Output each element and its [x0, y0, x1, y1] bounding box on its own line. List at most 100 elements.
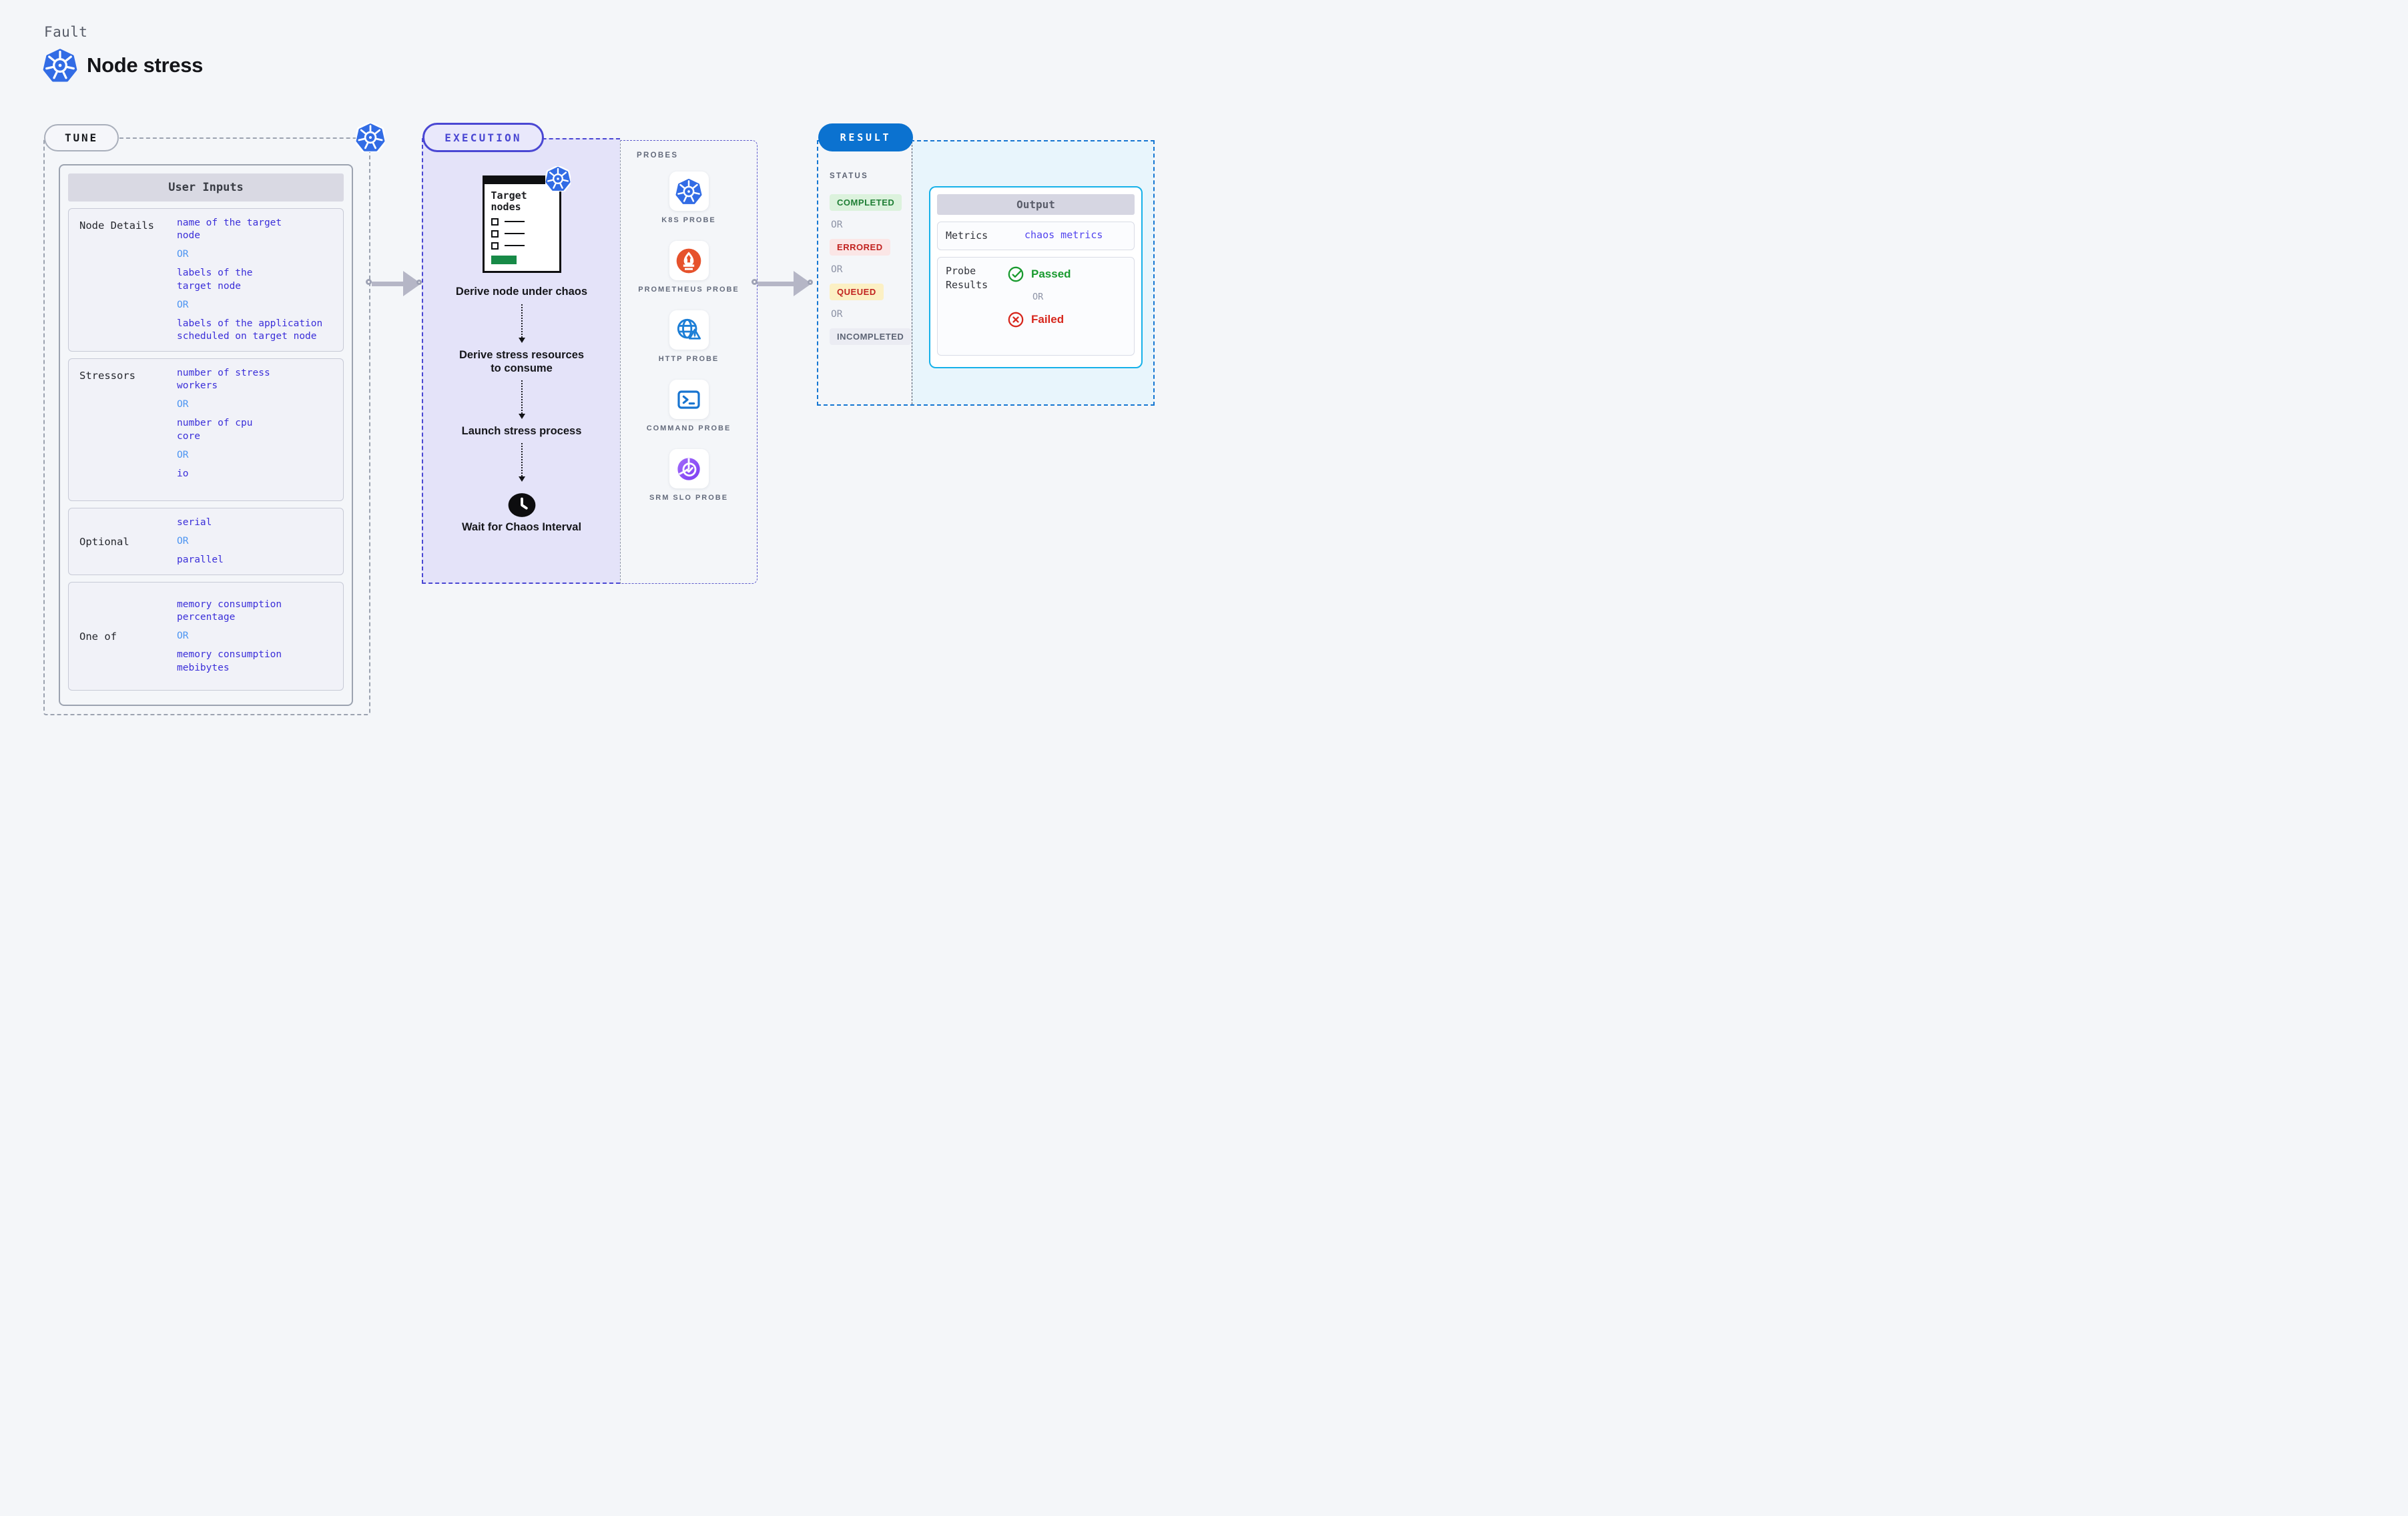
probe-item: PROMETHEUS PROBE — [635, 241, 742, 310]
clock-icon — [507, 492, 537, 518]
probe-results-row: Probe Results Passed OR Fa — [937, 257, 1135, 356]
checkbox-row — [491, 218, 553, 226]
probe-results-label: Probe Results — [946, 265, 988, 291]
user-inputs-table: User Inputs Node Details name of the targ… — [59, 164, 353, 706]
dotted-connector-arrowhead — [518, 413, 525, 419]
probe-icon-card — [669, 310, 709, 350]
target-nodes-card: Target nodes — [482, 165, 572, 273]
page-title-row: Node stress — [43, 48, 203, 83]
passed-label: Passed — [1031, 268, 1071, 280]
execution-step: Wait for Chaos Interval — [461, 521, 582, 533]
fault-kicker: Fault — [44, 24, 88, 40]
row-label: Stressors — [79, 370, 135, 382]
checkbox-row — [491, 230, 553, 238]
output-card: Output Metrics chaos metrics Probe Resul… — [929, 186, 1143, 368]
line-placeholder — [504, 244, 525, 247]
dotted-connector — [521, 443, 523, 476]
row-value: labels of the application scheduled on t… — [177, 318, 323, 342]
arrow-start-dot — [366, 279, 372, 285]
row-value: memory consumption mebibytes — [177, 649, 282, 673]
kubernetes-icon — [43, 48, 77, 83]
check-circle-icon — [1007, 266, 1024, 283]
probe-name: K8S PROBE — [661, 216, 716, 224]
or-text: OR — [831, 309, 843, 320]
probe-results-values: Passed OR Failed — [1007, 264, 1071, 348]
line-placeholder — [504, 220, 525, 223]
prometheus-icon — [675, 248, 702, 274]
execution-section-box: Target nodes Derive node under chaos Der… — [422, 138, 620, 584]
status-badge: COMPLETED — [830, 194, 902, 211]
failed-line: Failed — [1007, 311, 1071, 328]
execution-step: Derive stress resources to consume — [459, 348, 585, 374]
arrow-end-dot — [416, 280, 422, 285]
row-value: name of the target node — [177, 218, 282, 242]
page-title: Node stress — [87, 53, 204, 77]
srm-slo-pie-check-icon — [677, 457, 700, 480]
probe-icon-card — [669, 380, 709, 419]
row-label: Node Details — [79, 220, 154, 232]
or-text: OR — [177, 631, 189, 642]
dotted-connector — [521, 380, 523, 414]
or-text: OR — [177, 536, 189, 547]
kubernetes-icon — [354, 121, 387, 153]
probe-name: COMMAND PROBE — [646, 424, 731, 432]
arrow-shaft — [372, 282, 405, 286]
probe-name: HTTP PROBE — [658, 355, 719, 363]
tune-section-label: TUNE — [44, 124, 119, 151]
or-text: OR — [1032, 292, 1044, 302]
passed-line: Passed — [1007, 266, 1071, 283]
checkbox-icon — [491, 218, 499, 226]
checkbox-icon — [491, 230, 499, 238]
execution-step: Launch stress process — [461, 424, 582, 437]
target-nodes-card-body: Target nodes — [485, 184, 559, 271]
or-text: OR — [177, 299, 189, 310]
probe-icon-card — [669, 171, 709, 211]
user-inputs-title: User Inputs — [68, 173, 344, 202]
check-circle-icon — [1008, 266, 1024, 282]
or-text: OR — [831, 220, 843, 230]
kubernetes-icon — [675, 178, 702, 205]
x-circle-icon — [1008, 312, 1024, 328]
terminal-icon — [675, 386, 702, 413]
probe-item: HTTP PROBE — [635, 310, 742, 380]
tune-section-box — [43, 137, 370, 715]
or-text: OR — [831, 264, 843, 275]
arrow-shaft — [758, 282, 796, 286]
row-value: labels of the target node — [177, 268, 253, 292]
metrics-row: Metrics chaos metrics — [937, 222, 1135, 250]
probe-item: SRM SLO PROBE — [635, 449, 742, 518]
status-badge: QUEUED — [830, 284, 884, 300]
kubernetes-icon — [43, 49, 77, 82]
kubernetes-icon — [675, 178, 702, 204]
checkbox-icon — [491, 242, 499, 250]
execution-step: Derive node under chaos — [455, 285, 588, 298]
line-placeholder — [504, 232, 525, 235]
result-section-label: RESULT — [818, 123, 913, 151]
terminal-icon — [677, 390, 700, 409]
probe-item: K8S PROBE — [635, 171, 742, 241]
probe-item: COMMAND PROBE — [635, 380, 742, 449]
arrow-end-dot — [808, 280, 813, 285]
target-nodes-card-titlebar — [482, 175, 561, 184]
x-circle-icon — [1007, 311, 1024, 328]
dotted-connector-arrowhead — [518, 476, 525, 482]
checkbox-row — [491, 242, 553, 250]
probes-list: K8S PROBE PROMETHEUS PROBE HTTP PROBE CO… — [621, 171, 757, 518]
output-area: Output Metrics chaos metrics Probe Resul… — [912, 141, 1153, 404]
execution-to-result-arrow-icon — [751, 271, 816, 296]
row-value: parallel — [177, 554, 224, 566]
probes-section-label: PROBES — [637, 151, 679, 159]
status-badge: INCOMPLETED — [830, 328, 912, 345]
kubernetes-icon — [543, 165, 572, 193]
